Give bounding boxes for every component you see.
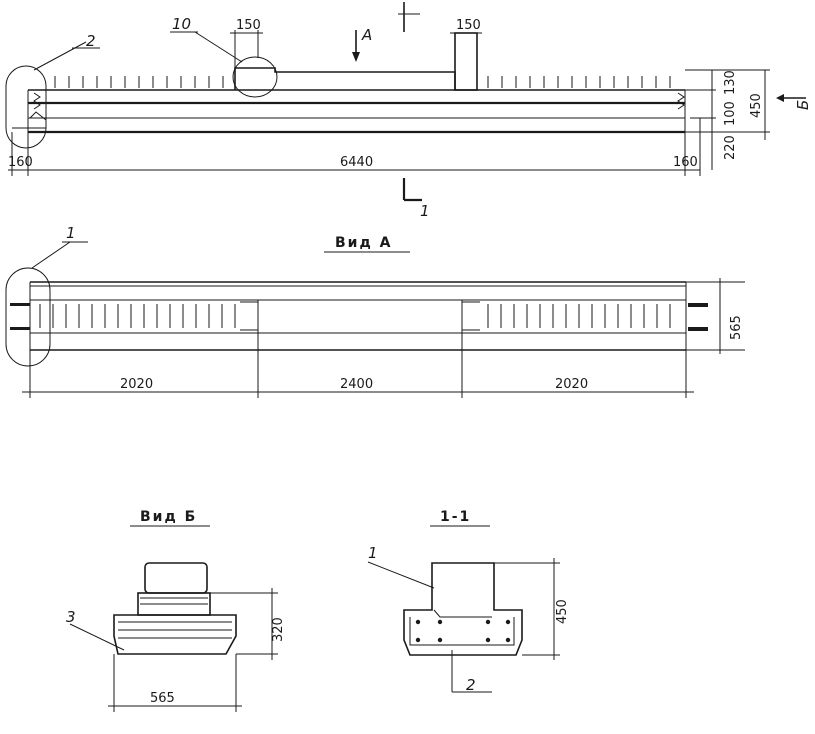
view-b-base — [113, 614, 237, 655]
dim-h-top: 130 — [723, 70, 738, 95]
segment-dim-1: 2020 — [120, 377, 153, 392]
view-b-top-block — [144, 562, 208, 594]
callout-label-2: 2 — [86, 32, 96, 50]
rebar-dot — [485, 637, 491, 643]
rebar-dot — [485, 619, 491, 625]
dim-h-bot: 220 — [723, 135, 738, 160]
view-b-width: 565 — [150, 691, 175, 706]
callout-circle-10 — [232, 56, 278, 98]
section-callout-1: 1 — [368, 544, 378, 562]
end-detail-right — [680, 117, 701, 133]
rebar-dot — [505, 637, 511, 643]
end-tab-upper — [688, 303, 708, 307]
plan-stirrups-right — [487, 304, 671, 328]
dim-overall: 6440 — [340, 155, 373, 170]
segment-dim-2: 2400 — [340, 377, 373, 392]
section-1-1: 1-1 1 2 450 — [367, 509, 570, 694]
section-inner-top — [433, 609, 492, 618]
leader-1 — [31, 241, 71, 269]
notch-block — [454, 32, 478, 91]
section-mark-label: 1 — [420, 202, 430, 220]
end-tab-left-lower — [10, 327, 30, 330]
break-line-right — [677, 92, 685, 110]
dim-notch-a: 150 — [236, 18, 261, 33]
view-a-arrow-head — [352, 52, 360, 62]
rebar-dot — [415, 637, 421, 643]
beam-raised-segment — [234, 67, 456, 90]
view-b: Вид Б 3 320 565 — [66, 509, 286, 712]
end-tab-left-upper — [10, 303, 30, 306]
section-rebar — [415, 619, 511, 643]
dim-end-right: 160 — [673, 155, 698, 170]
rebar-dot — [437, 619, 443, 625]
dim-notch-b: 150 — [456, 18, 481, 33]
stirrup-ticks-left — [54, 76, 224, 88]
view-a: Вид А 1 565 — [5, 224, 745, 398]
leader-2 — [33, 41, 87, 71]
segment-dim-3: 2020 — [555, 377, 588, 392]
joint-bracket-right — [461, 301, 480, 331]
section-outline — [403, 562, 523, 656]
callout-circle-2 — [5, 65, 47, 149]
joint-bracket-left — [240, 301, 259, 331]
leader-sec-1 — [367, 561, 435, 589]
view-a-arrow-letter: А — [361, 26, 372, 44]
view-b-arrow-head — [776, 94, 784, 102]
end-detail-left — [12, 111, 47, 129]
plan-stirrups-left — [39, 304, 236, 328]
callout-label-10: 10 — [172, 15, 191, 33]
top-elevation: 2 10 А 150 150 160 6440 160 130 — [5, 2, 812, 220]
section-title: 1-1 — [440, 509, 471, 525]
rebar-dot — [437, 637, 443, 643]
section-inner-frame — [409, 617, 515, 646]
dim-end-left: 160 — [8, 155, 33, 170]
view-a-width: 565 — [729, 315, 744, 340]
view-b-title: Вид Б — [140, 509, 197, 525]
dim-h-mid: 100 — [723, 101, 738, 126]
rebar-dot — [505, 619, 511, 625]
callout-circle-1 — [5, 267, 51, 367]
rebar-dot — [415, 619, 421, 625]
view-b-arrow-letter: Б — [794, 100, 812, 110]
view-a-title: Вид А — [335, 235, 393, 251]
view-b-height: 320 — [271, 617, 286, 642]
end-tab-lower — [688, 327, 708, 331]
view-b-callout-label: 3 — [66, 608, 76, 626]
break-line-left — [33, 92, 41, 110]
leader-10 — [194, 31, 243, 63]
view-a-callout-label: 1 — [66, 224, 76, 242]
leader-3 — [69, 623, 125, 651]
stirrup-ticks-right — [487, 76, 671, 88]
dim-h-total: 450 — [749, 93, 764, 118]
section-callout-2: 2 — [466, 676, 476, 694]
section-height: 450 — [555, 599, 570, 624]
